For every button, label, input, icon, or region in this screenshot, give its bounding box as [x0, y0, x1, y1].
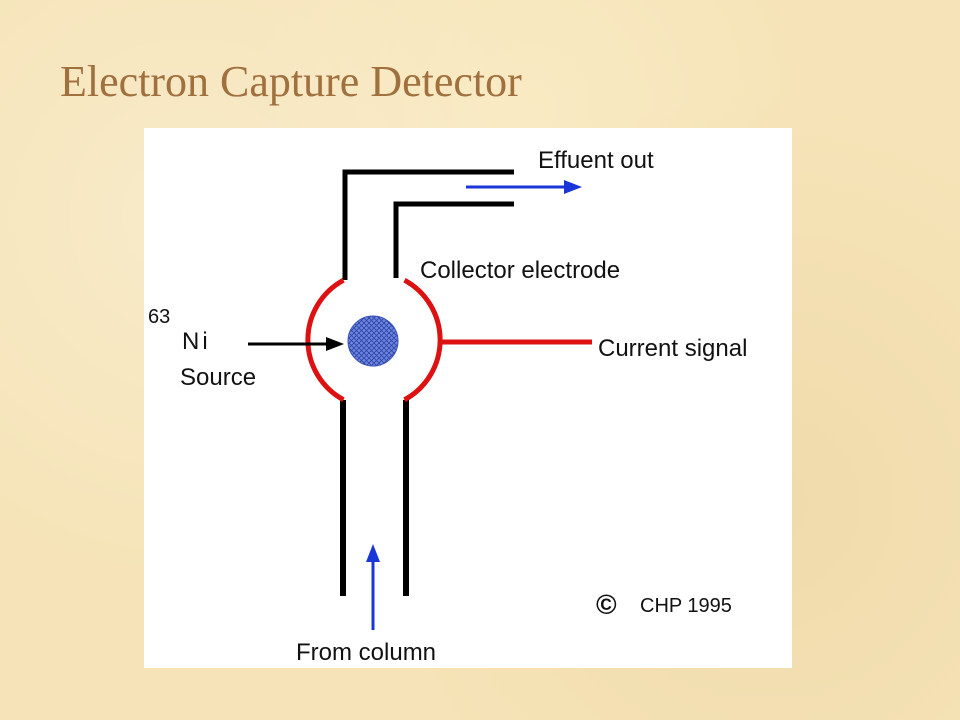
isotope-mass-label: 63: [148, 306, 170, 328]
outlet-tube-outer-wall: [342, 169, 514, 280]
outlet-tube-inner-wall: [393, 201, 514, 278]
effluent-out-label: Effuent out: [538, 147, 654, 174]
current-signal-label: Current signal: [598, 335, 747, 362]
isotope-symbol-label: Ni: [182, 328, 211, 355]
effluent-arrow-icon: [466, 180, 582, 194]
copyright-text: CHP 1995: [640, 595, 732, 617]
arrow-up-icon: [366, 544, 380, 630]
source-label: Source: [180, 364, 256, 391]
collector-electrode-label: Collector electrode: [420, 257, 620, 284]
collector-electrode-ring-top-left: [305, 278, 345, 402]
from-column-label: From column: [296, 639, 436, 666]
ecd-diagram: Effuent out Collector electrode 63 Ni So…: [144, 128, 792, 668]
copyright-icon: ©: [596, 589, 617, 620]
ni63-source: [347, 315, 399, 367]
collector-electrode-ring-right: [403, 278, 443, 402]
slide-title: Electron Capture Detector: [60, 57, 522, 106]
arrow-right-icon: [248, 337, 344, 351]
